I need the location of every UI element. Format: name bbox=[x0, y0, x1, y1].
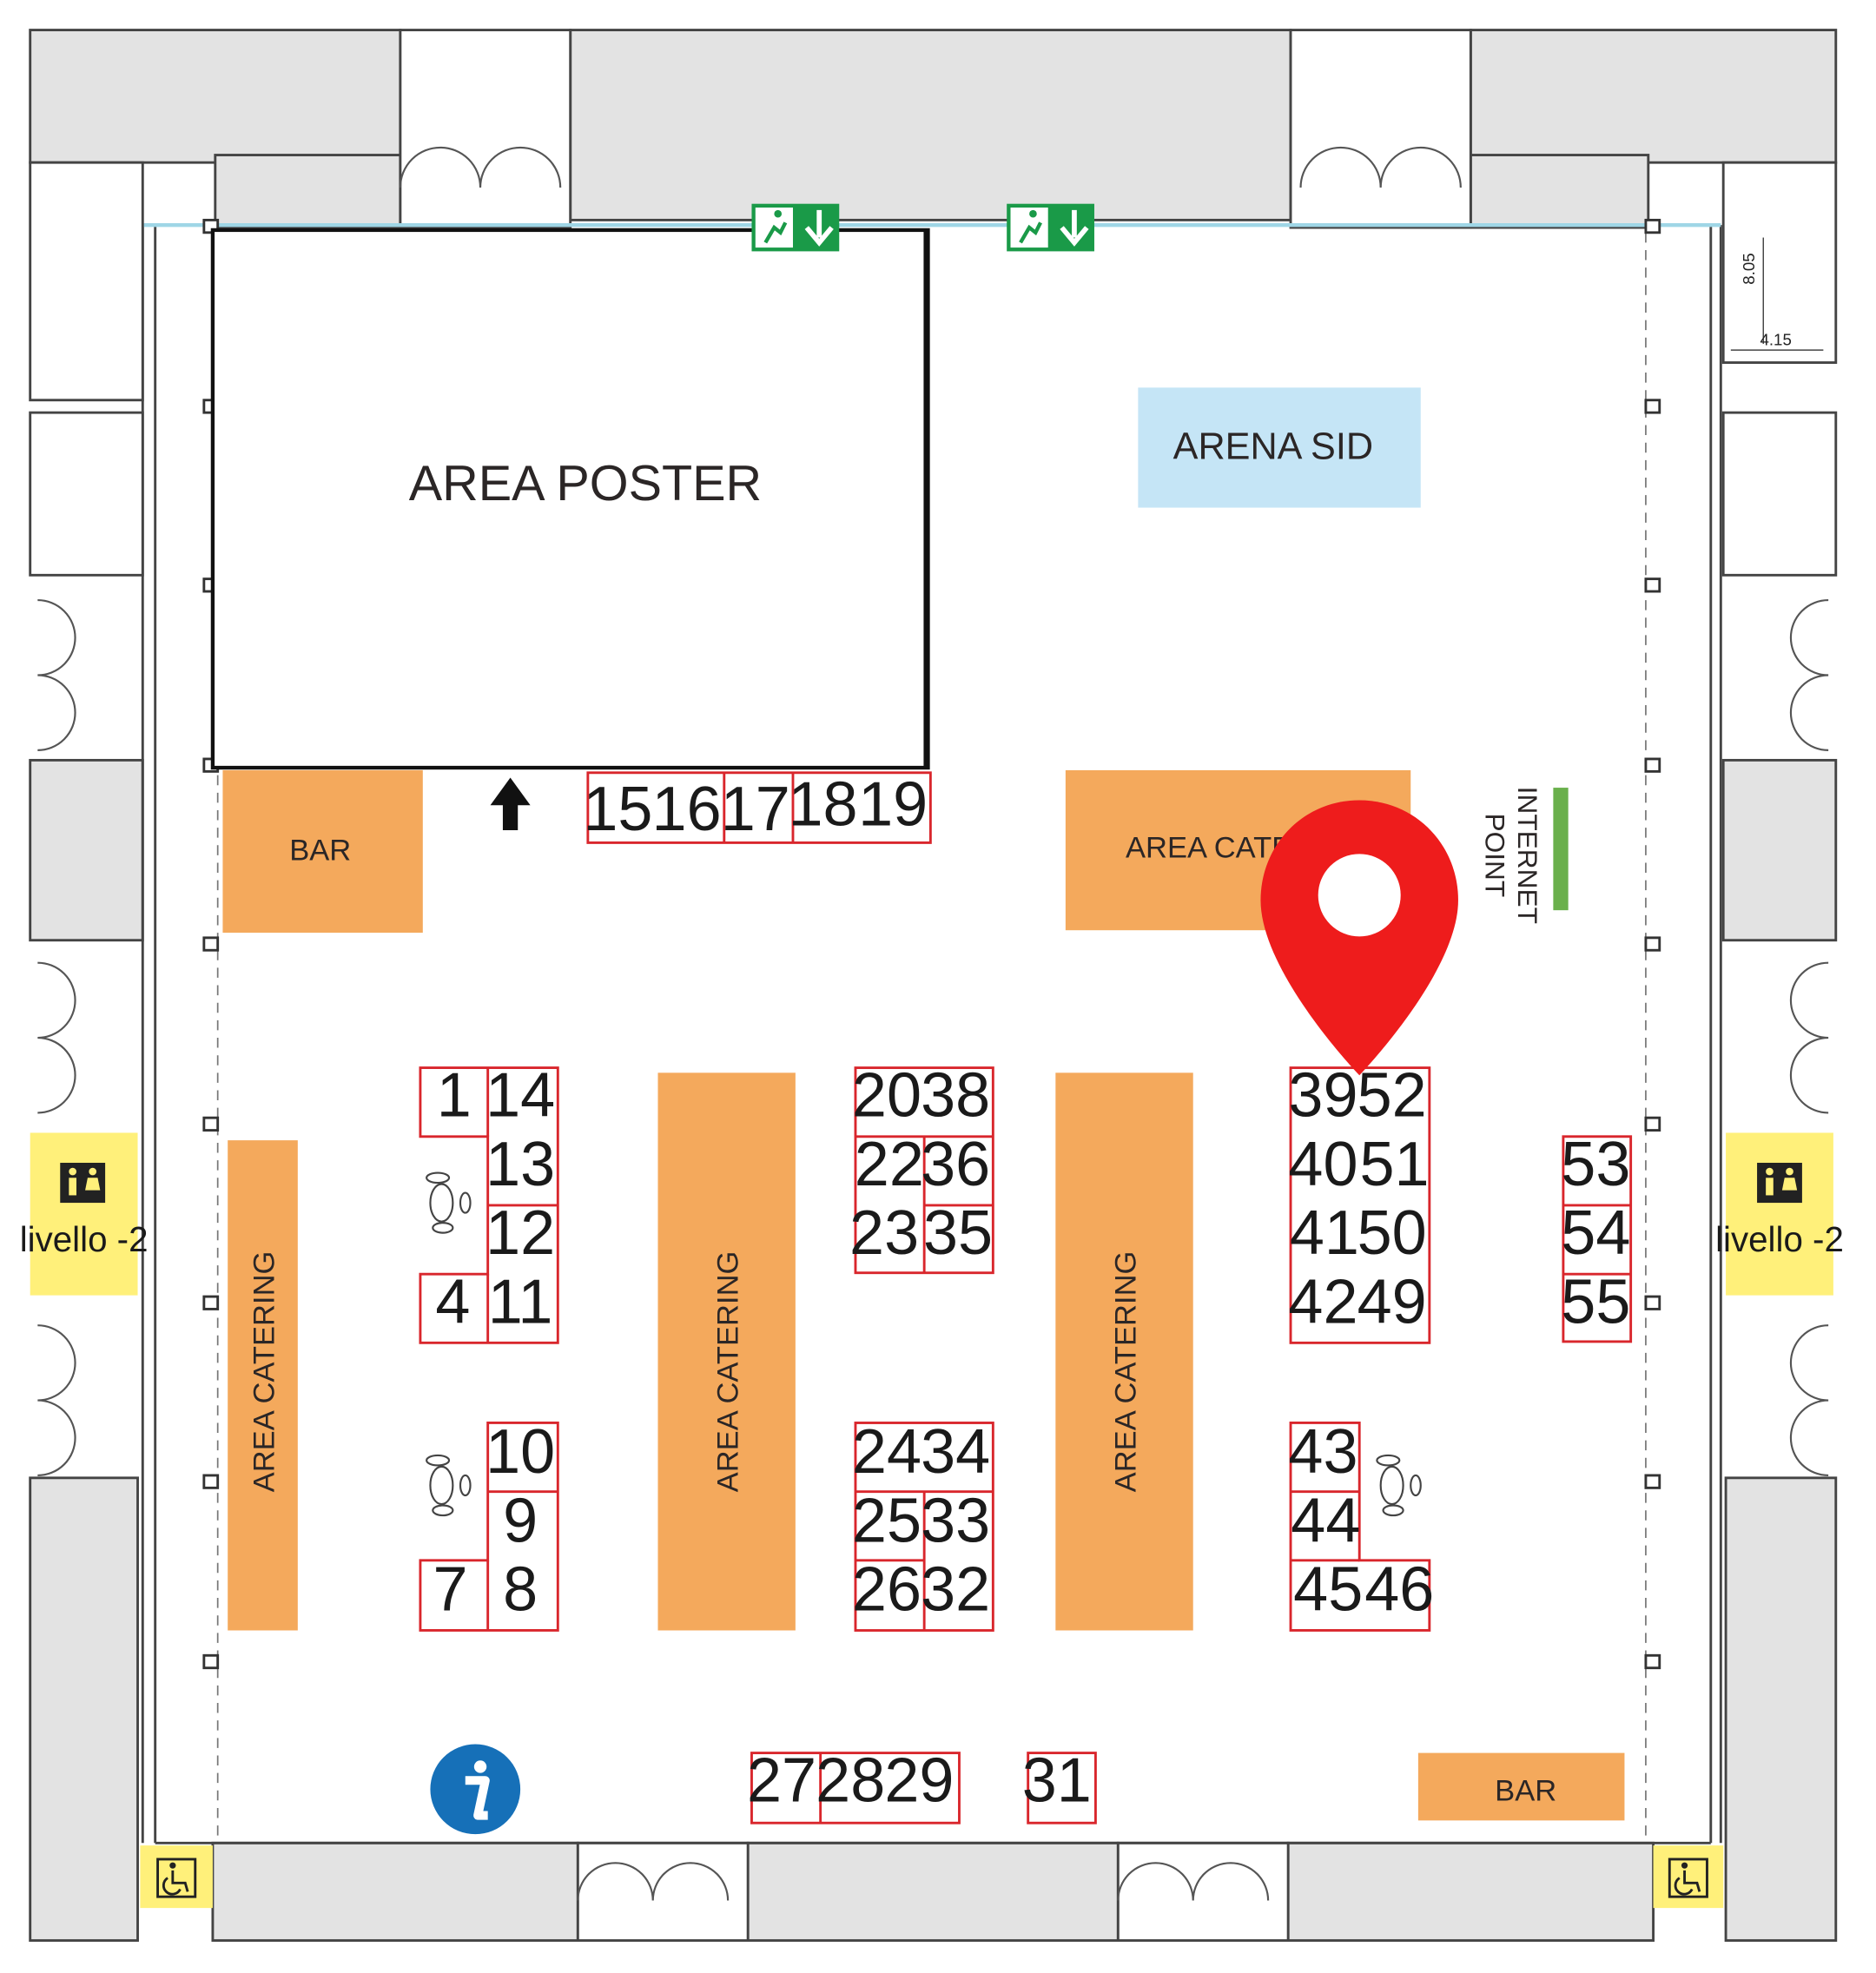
booth-16[interactable]: 16 bbox=[652, 775, 722, 844]
area-catering-center[interactable]: AREA CATERING bbox=[657, 1072, 796, 1631]
area-catering-left[interactable]: AREA CATERING bbox=[228, 1140, 298, 1631]
dimension-height: 8.05 bbox=[1740, 253, 1758, 284]
booth-51[interactable]: 51 bbox=[1359, 1130, 1429, 1199]
booth-27[interactable]: 27 bbox=[747, 1746, 816, 1816]
booth-54[interactable]: 54 bbox=[1561, 1198, 1630, 1268]
booth-12[interactable]: 12 bbox=[486, 1198, 555, 1268]
booth-11[interactable]: 11 bbox=[488, 1267, 553, 1336]
booth-26[interactable]: 26 bbox=[852, 1554, 921, 1624]
booth-34[interactable]: 34 bbox=[921, 1417, 990, 1487]
restroom-right-label: livello -2 bbox=[1715, 1220, 1844, 1259]
booth-10[interactable]: 10 bbox=[486, 1417, 555, 1487]
restroom-left-label: livello -2 bbox=[20, 1220, 149, 1259]
info-icon[interactable] bbox=[430, 1744, 521, 1835]
booth-29[interactable]: 29 bbox=[884, 1746, 954, 1816]
booth-31[interactable]: 31 bbox=[1022, 1746, 1092, 1816]
emergency-exit-icon bbox=[1007, 203, 1094, 252]
footprints-icon bbox=[426, 1171, 472, 1234]
area-catering-left-label: AREA CATERING bbox=[248, 1251, 281, 1493]
booth-25[interactable]: 25 bbox=[852, 1486, 921, 1555]
area-poster[interactable]: AREA POSTER bbox=[210, 228, 930, 770]
booth-41[interactable]: 41 bbox=[1290, 1198, 1359, 1268]
booth-43[interactable]: 43 bbox=[1288, 1417, 1357, 1487]
booth-8[interactable]: 8 bbox=[503, 1554, 538, 1624]
booth-20[interactable]: 20 bbox=[852, 1061, 921, 1131]
booth-35[interactable]: 35 bbox=[923, 1198, 993, 1268]
location-pin-icon[interactable] bbox=[1260, 800, 1458, 1076]
booth-40[interactable]: 40 bbox=[1288, 1130, 1357, 1199]
dimension-width: 4.15 bbox=[1760, 330, 1791, 348]
restroom-right[interactable]: livello -2 bbox=[1715, 1132, 1844, 1296]
bar-top-label: BAR bbox=[289, 835, 351, 868]
room-dimensions: 8.05 4.15 bbox=[1730, 237, 1824, 351]
booth-4[interactable]: 4 bbox=[435, 1267, 470, 1336]
booth-33[interactable]: 33 bbox=[921, 1486, 990, 1555]
booth-52[interactable]: 52 bbox=[1357, 1061, 1427, 1131]
booth-13[interactable]: 13 bbox=[486, 1130, 555, 1199]
booth-7[interactable]: 7 bbox=[433, 1554, 467, 1624]
booth-24[interactable]: 24 bbox=[852, 1417, 921, 1487]
booth-numbers: 15 16 17 18 19 1 14 13 12 4 11 10 9 7 8 … bbox=[433, 769, 1630, 1815]
booth-42[interactable]: 42 bbox=[1288, 1267, 1357, 1336]
booth-55[interactable]: 55 bbox=[1561, 1267, 1630, 1336]
booth-45[interactable]: 45 bbox=[1293, 1554, 1363, 1624]
booth-14[interactable]: 14 bbox=[486, 1061, 555, 1131]
booth-36[interactable]: 36 bbox=[921, 1130, 990, 1199]
booth-9[interactable]: 9 bbox=[503, 1486, 538, 1555]
bar-bottom-label: BAR bbox=[1495, 1774, 1556, 1807]
restroom-icon bbox=[1757, 1163, 1802, 1204]
area-poster-label: AREA POSTER bbox=[409, 456, 762, 511]
booth-49[interactable]: 49 bbox=[1357, 1267, 1427, 1336]
booth-38[interactable]: 38 bbox=[921, 1061, 990, 1131]
door-symbols bbox=[37, 146, 1829, 1901]
bar-bottom[interactable]: BAR bbox=[1417, 1752, 1625, 1821]
area-catering-right-label: AREA CATERING bbox=[1109, 1251, 1142, 1493]
booth-18[interactable]: 18 bbox=[789, 769, 858, 839]
booth-39[interactable]: 39 bbox=[1288, 1061, 1357, 1131]
booth-46[interactable]: 46 bbox=[1364, 1554, 1434, 1624]
footprints-icon bbox=[1376, 1454, 1422, 1517]
arena-sid[interactable]: ARENA SID bbox=[1138, 387, 1421, 508]
arena-sid-label: ARENA SID bbox=[1173, 426, 1373, 467]
booth-19[interactable]: 19 bbox=[858, 769, 928, 839]
internet-point[interactable]: INTERNET POINT bbox=[1480, 787, 1569, 924]
booth-28[interactable]: 28 bbox=[816, 1746, 885, 1816]
internet-point-label-line2: POINT bbox=[1480, 813, 1511, 897]
area-catering-center-label: AREA CATERING bbox=[712, 1251, 745, 1493]
booth-22[interactable]: 22 bbox=[855, 1130, 924, 1199]
booth-outlines bbox=[419, 771, 1633, 1825]
building-shell bbox=[29, 29, 1838, 1943]
booth-15[interactable]: 15 bbox=[583, 775, 652, 844]
restroom-left[interactable]: livello -2 bbox=[20, 1132, 149, 1296]
restroom-icon bbox=[60, 1163, 106, 1204]
booth-44[interactable]: 44 bbox=[1291, 1486, 1360, 1555]
bar-top[interactable]: BAR bbox=[222, 769, 423, 934]
internet-point-label-line1: INTERNET bbox=[1512, 787, 1543, 924]
emergency-exit-icon bbox=[751, 203, 840, 252]
wheelchair-icon bbox=[140, 1845, 213, 1909]
booth-1[interactable]: 1 bbox=[437, 1061, 472, 1131]
footprints-icon bbox=[426, 1454, 472, 1517]
booth-32[interactable]: 32 bbox=[921, 1554, 990, 1624]
booth-50[interactable]: 50 bbox=[1357, 1198, 1427, 1268]
arrow-up-icon bbox=[490, 777, 531, 831]
wheelchair-icon bbox=[1653, 1845, 1724, 1909]
booth-17[interactable]: 17 bbox=[721, 775, 790, 844]
area-catering-right[interactable]: AREA CATERING bbox=[1055, 1072, 1193, 1631]
booth-23[interactable]: 23 bbox=[849, 1198, 919, 1268]
booth-53[interactable]: 53 bbox=[1561, 1130, 1630, 1199]
